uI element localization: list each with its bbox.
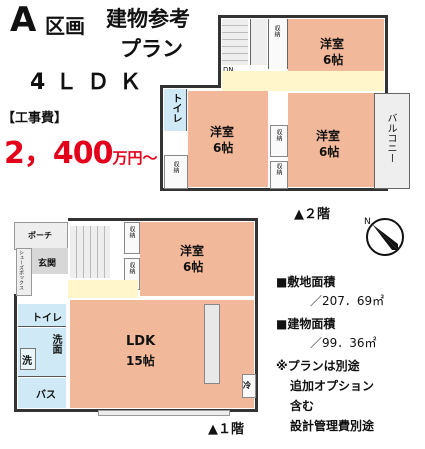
plan-title-line2: プラン <box>120 37 183 61</box>
floor2-hallway <box>222 71 384 91</box>
note-line-4: 設計管理費別途 <box>290 419 375 433</box>
floor2-closet-mid-bottom <box>270 161 288 189</box>
floor1-western-room-name: 洋室 <box>180 244 205 258</box>
block-letter-suffix: 区画 <box>45 14 85 38</box>
floor2-toilet-label: トイレ <box>170 93 181 123</box>
floor2-western-room-right <box>288 93 374 187</box>
floor2-western-room-left-name: 洋室 <box>210 125 235 139</box>
cost-amount-unit: 万円～ <box>112 149 158 167</box>
floor1-porch-label: ポーチ <box>28 231 52 240</box>
cost-amount: 2，400万円～ <box>4 128 158 172</box>
floor2-western-room-right-name: 洋室 <box>316 129 341 143</box>
floor2-wall-step <box>160 85 221 88</box>
floor1-kitchen-counter <box>204 304 220 384</box>
floor2-wall-top <box>218 15 388 18</box>
floor2-dn-label: DN <box>223 66 234 74</box>
building-area-value: ／99．36㎡ <box>310 336 377 350</box>
floor1-closet-a-label: 収納 <box>128 226 135 238</box>
floor2-closet-left-label: 収納 <box>172 161 179 173</box>
floor2-wall-left <box>160 85 163 190</box>
note-line-1: ※プランは別途 <box>276 359 360 373</box>
floor1-bath <box>18 378 66 408</box>
floor2-closet-left <box>164 155 188 189</box>
block-letter: A <box>10 0 37 40</box>
floor2-western-room-left-size: 6帖 <box>213 141 234 155</box>
floor1-bath-label: バス <box>36 390 56 401</box>
floor2-wall-left-upper <box>218 15 221 85</box>
floor1-washroom-label: 洗面 <box>50 334 61 354</box>
floor2-western-room-left <box>188 91 268 187</box>
floor1-shoes-box-label: シューズボックス <box>18 250 24 290</box>
north-compass-icon: N <box>364 217 404 256</box>
floor1-western-room <box>140 222 254 296</box>
floor1-ldk-size: 15帖 <box>126 354 155 368</box>
floor2-toilet <box>164 89 187 131</box>
floor2-wall-bottom <box>160 188 388 191</box>
floor1-deck <box>98 410 230 416</box>
building-area-label: ■建物面積 <box>276 317 336 331</box>
floor1-entrance <box>32 248 68 274</box>
layout-type: 4ＬＤＫ <box>30 70 152 95</box>
floor1-wall-top <box>68 218 258 221</box>
floor1-label: ▲１階 <box>208 422 244 437</box>
floor1-plan: ポーチ シューズボックス 玄関 UP 収納 収納 洋室 6帖 トイレ 洗 洗面 … <box>14 218 266 416</box>
floor2-closet-top <box>268 19 288 69</box>
floor2-plan: DN 収納 洋室 6帖 トイレ 洋室 6帖 収納 収納 収納 洋室 6帖 バルコ… <box>160 15 412 193</box>
floor1-western-room-size: 6帖 <box>183 260 204 274</box>
floor2-closet-mid-top <box>270 125 288 157</box>
floor1-laundry <box>20 348 36 370</box>
floor1-fridge-label: 冷 <box>243 381 251 390</box>
floor1-ldk <box>70 300 254 408</box>
floor1-wall-right <box>255 218 258 412</box>
floor2-western-room-top-size: 6帖 <box>323 53 344 67</box>
floor1-wall-left <box>14 294 17 412</box>
floor1-ldk-name: LDK <box>126 334 156 349</box>
floor2-western-room-right-size: 6帖 <box>319 145 340 159</box>
site-area-value: ／207．69㎡ <box>310 294 385 308</box>
note-line-2: 追加オプション <box>290 379 375 393</box>
floor2-label: ▲２階 <box>294 207 330 222</box>
floor2-balcony <box>374 93 410 189</box>
floor2-balcony-label: バルコニー <box>385 113 396 163</box>
svg-text:N: N <box>364 217 371 227</box>
floor1-toilet-label: トイレ <box>32 313 62 324</box>
floor1-fridge <box>242 374 256 398</box>
floor2-closet-mid-bottom-label: 収納 <box>275 163 282 175</box>
floor1-closet-a <box>124 222 140 254</box>
floor2-storage <box>250 19 267 65</box>
floor1-hallway <box>68 280 138 298</box>
floor2-western-room-top-name: 洋室 <box>320 37 345 51</box>
cost-label: 【工事費】 <box>2 111 68 126</box>
floor1-shoes-box <box>16 248 32 296</box>
cost-amount-number: 2，400 <box>4 136 113 171</box>
floor1-entrance-label: 玄関 <box>38 259 57 269</box>
floor2-stairs <box>222 19 248 65</box>
floor1-stairs <box>70 226 110 278</box>
floor2-closet-top-label: 収納 <box>273 25 280 37</box>
plan-title-line1: 建物参考 <box>106 7 190 31</box>
floor1-laundry-label: 洗 <box>22 356 32 367</box>
floor1-toilet <box>18 304 66 327</box>
note-line-3: 含む <box>290 399 315 413</box>
floor1-closet-b-label: 収納 <box>128 262 135 274</box>
floor2-closet-mid-top-label: 収納 <box>275 129 282 141</box>
site-area-label: ■敷地面積 <box>276 275 336 289</box>
floor1-porch <box>14 222 68 250</box>
